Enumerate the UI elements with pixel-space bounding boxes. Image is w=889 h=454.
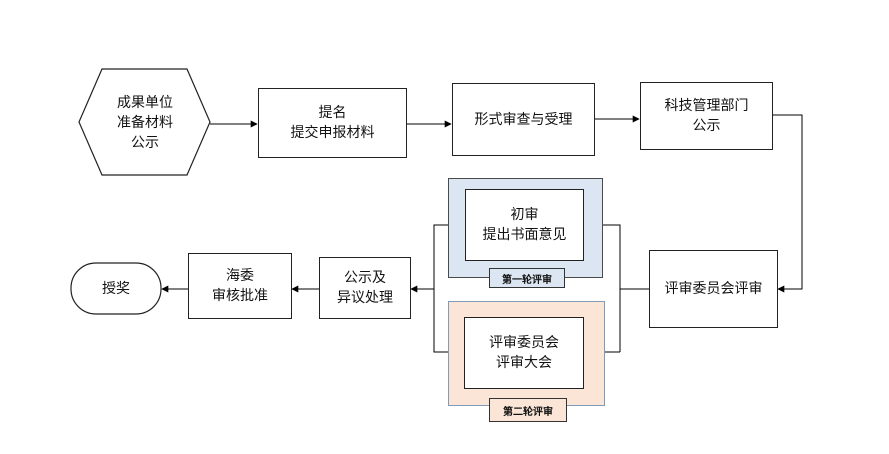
nominate-node: 提名 提交申报材料 xyxy=(258,88,407,158)
approval-node: 海委 审核批准 xyxy=(188,253,292,319)
publicity-line1: 公示及 xyxy=(344,270,386,286)
formal-review-line1: 形式审查与受理 xyxy=(474,111,573,128)
dept-notice-line1: 科技管理部门 xyxy=(664,98,749,114)
start-line2: 准备材料 xyxy=(117,114,173,131)
award-terminator xyxy=(70,262,162,315)
plenary-node: 评审委员会 评审大会 xyxy=(464,317,584,389)
plenary-line1: 评审委员会 xyxy=(489,335,559,351)
publicity-node: 公示及 异议处理 xyxy=(319,257,411,319)
round1-tag: 第一轮评审 xyxy=(489,268,565,288)
first-review-node: 初审 提出书面意见 xyxy=(465,189,584,261)
dept-notice-line2: 公示 xyxy=(692,118,721,134)
first-review-line1: 初审 xyxy=(510,207,539,223)
start-line3: 公示 xyxy=(131,134,159,151)
approval-line2: 审核批准 xyxy=(212,288,268,304)
award-node: 授奖 xyxy=(71,263,161,314)
start-line1: 成果单位 xyxy=(117,94,173,111)
start-node: 成果单位 准备材料 公示 xyxy=(95,80,195,165)
publicity-line2: 异议处理 xyxy=(337,290,393,306)
committee-review-node: 评审委员会评审 xyxy=(649,250,778,328)
round2-tag: 第二轮评审 xyxy=(489,398,567,422)
approval-line1: 海委 xyxy=(226,268,254,284)
formal-review-node: 形式审查与受理 xyxy=(452,83,595,156)
plenary-line2: 评审大会 xyxy=(496,355,552,371)
first-review-line2: 提出书面意见 xyxy=(482,227,567,243)
award-line1: 授奖 xyxy=(102,280,130,297)
nominate-line2: 提交申报材料 xyxy=(290,125,375,141)
start-hexagon xyxy=(78,68,211,176)
dept-notice-node: 科技管理部门 公示 xyxy=(640,82,773,150)
committee-review-line1: 评审委员会评审 xyxy=(664,281,763,297)
nominate-line1: 提名 xyxy=(318,105,347,121)
arrow-dept-to-committee xyxy=(772,114,803,293)
